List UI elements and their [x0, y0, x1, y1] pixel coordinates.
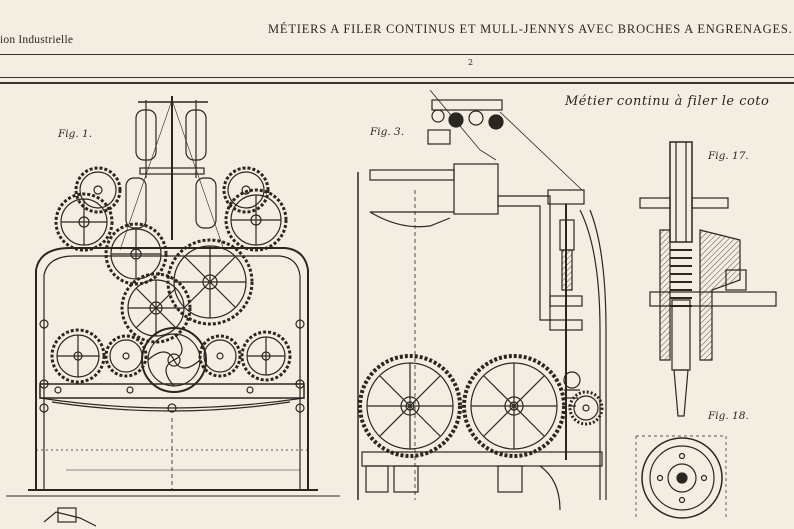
page-mark: 2 [468, 58, 474, 67]
fig1-gear-center-large [166, 238, 254, 326]
fig1-gear-right-mid [224, 188, 288, 252]
fig3-gear-right [462, 354, 566, 458]
fig1-gear-left-mid [54, 192, 114, 252]
fig1-gear-bottom-center [141, 327, 207, 393]
fig17-spindle [639, 141, 777, 417]
fig18-label: Fig. 18. [708, 410, 749, 422]
plate-title: MÉTIERS A FILER CONTINUS ET MULL-JENNYS … [268, 22, 794, 36]
fig1-gear-bottom-left [50, 328, 106, 384]
fig1-frame [6, 247, 340, 497]
fig1-gear-bottom-left-2 [104, 334, 148, 378]
fig1-gear-left-top [74, 166, 122, 214]
fig-fragment-bottom-left [43, 507, 97, 527]
fig1-spindles [119, 96, 225, 251]
fig3-frame [357, 163, 607, 511]
fig3-label: Fig. 3. [370, 126, 405, 138]
fig1-label: Fig. 1. [58, 128, 93, 140]
fig1-gear-bottom-right-2 [198, 334, 242, 378]
header-rule-top [0, 54, 794, 55]
fig17-label: Fig. 17. [708, 150, 749, 162]
header-rule-double-b [0, 82, 794, 84]
plate-caption: Métier continu à filer le coto [565, 94, 770, 109]
header-rule-double-a [0, 77, 794, 78]
fig1-gear-center-left [104, 222, 168, 286]
fig1-gear-center-mid [120, 272, 192, 344]
fig3-small-gear [563, 371, 604, 426]
fig18-disc [635, 435, 727, 520]
fig1-gear-bottom-right [240, 330, 292, 382]
fig3-gear-left [358, 354, 462, 458]
header-left-text: ion Industrielle [0, 34, 74, 46]
fig3-top-rollers [427, 89, 583, 191]
